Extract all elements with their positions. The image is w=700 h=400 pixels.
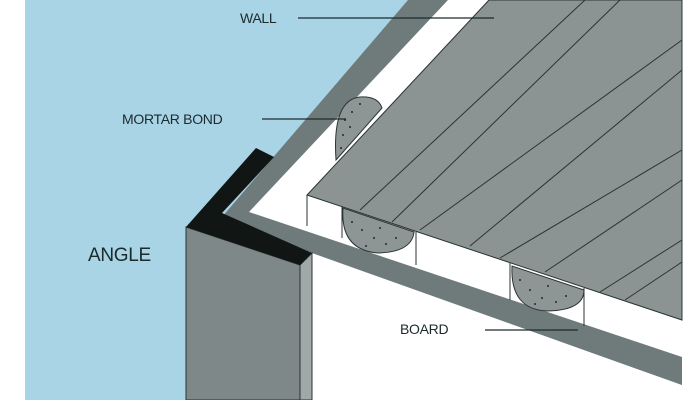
mortar-bond-blobs bbox=[335, 96, 585, 312]
angle-side-face bbox=[299, 251, 313, 400]
label-mortar-bond: MORTAR BOND bbox=[122, 111, 223, 127]
mortar-bond-middle bbox=[342, 207, 415, 254]
mortar-bond-upper bbox=[335, 96, 383, 162]
mortar-bond-lower bbox=[511, 265, 585, 312]
label-board: BOARD bbox=[400, 321, 448, 337]
board-joint-lines bbox=[306, 0, 683, 326]
angle-top-edge bbox=[186, 148, 312, 265]
board-panel bbox=[306, 0, 683, 321]
label-angle: ANGLE bbox=[88, 245, 151, 266]
wall-face bbox=[312, 253, 682, 400]
label-wall: WALL bbox=[240, 10, 277, 26]
